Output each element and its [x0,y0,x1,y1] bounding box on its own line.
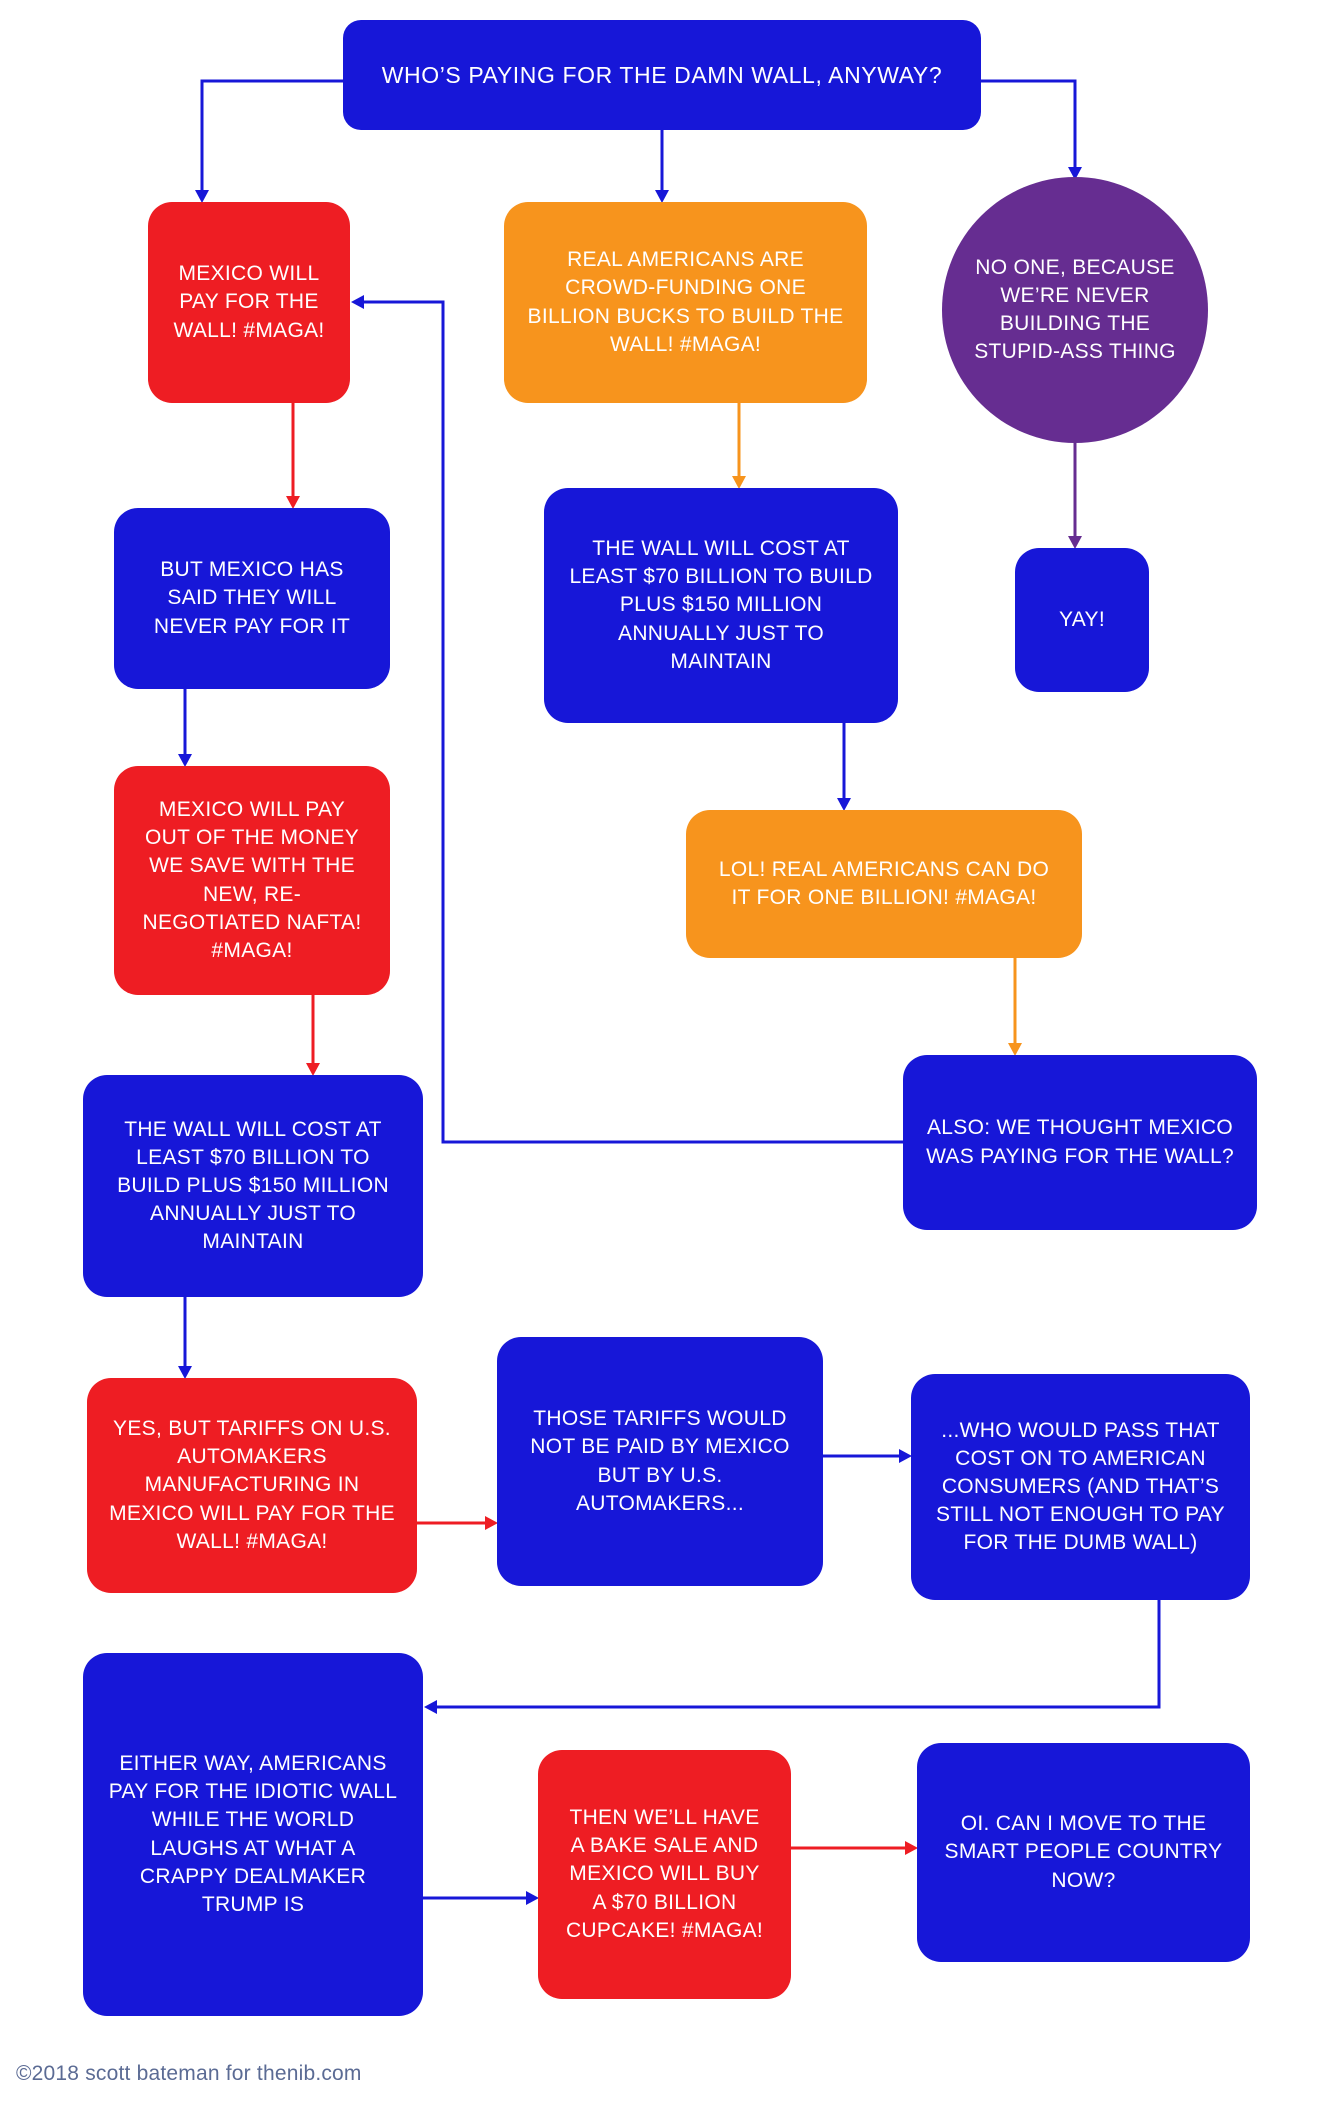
arrow-tariffs-to-those-tariffs [417,1516,498,1530]
node-but-mexico-said: BUT MEXICO HAS SAID THEY WILL NEVER PAY … [114,508,390,689]
node-those-tariffs: THOSE TARIFFS WOULD NOT BE PAID BY MEXIC… [497,1337,823,1586]
arrow-wall-cost-top-to-lol [837,723,851,811]
node-also-we-thought: ALSO: WE THOUGHT MEXICO WAS PAYING FOR T… [903,1055,1257,1230]
node-either-way: EITHER WAY, AMERICANS PAY FOR THE IDIOTI… [83,1653,423,2016]
node-nafta: MEXICO WILL PAY OUT OF THE MONEY WE SAVE… [114,766,390,995]
node-wall-cost-top: THE WALL WILL COST AT LEAST $70 BILLION … [544,488,898,723]
node-wall-cost-bottom: THE WALL WILL COST AT LEAST $70 BILLION … [83,1075,423,1297]
node-pass-cost-to-consumers: ...WHO WOULD PASS THAT COST ON TO AMERIC… [911,1374,1250,1600]
arrow-but-mexico-to-nafta [178,689,192,767]
node-mexico-will-pay: MEXICO WILL PAY FOR THE WALL! #MAGA! [148,202,350,403]
arrow-nafta-to-wall-cost-bottom [306,995,320,1076]
node-no-one: NO ONE, BECAUSE WE’RE NEVER BUILDING THE… [942,177,1208,443]
node-title: WHO’S PAYING FOR THE DAMN WALL, ANYWAY? [343,20,981,130]
arrow-bake-sale-to-oi [791,1841,918,1855]
arrow-pass-cost-to-either-way [424,1600,1161,1714]
footer-credit: ©2018 scott bateman for thenib.com [16,2062,362,2085]
arrow-either-way-to-bake-sale [423,1891,539,1905]
arrow-title-to-crowdfund [655,130,669,203]
node-bake-sale: THEN WE’LL HAVE A BAKE SALE AND MEXICO W… [538,1750,791,1999]
arrow-those-tariffs-to-pass-cost [823,1449,912,1463]
arrow-title-to-mexico-pay [195,79,343,203]
node-crowdfund: REAL AMERICANS ARE CROWD-FUNDING ONE BIL… [504,202,867,403]
arrow-mexico-pay-to-but-mexico [286,403,300,509]
arrow-title-to-no-one [981,79,1082,180]
arrow-wall-cost-bottom-to-tariffs [178,1297,192,1379]
arrow-lol-to-also-thought [1008,958,1022,1056]
node-tariffs: YES, BUT TARIFFS ON U.S. AUTOMAKERS MANU… [87,1378,417,1593]
node-yay: YAY! [1015,548,1149,692]
node-lol-one-billion: LOL! REAL AMERICANS CAN DO IT FOR ONE BI… [686,810,1082,958]
arrow-no-one-to-yay [1068,443,1082,549]
node-oi-smart-people: OI. CAN I MOVE TO THE SMART PEOPLE COUNT… [917,1743,1250,1962]
arrow-crowdfund-to-wall-cost-top [732,403,746,489]
